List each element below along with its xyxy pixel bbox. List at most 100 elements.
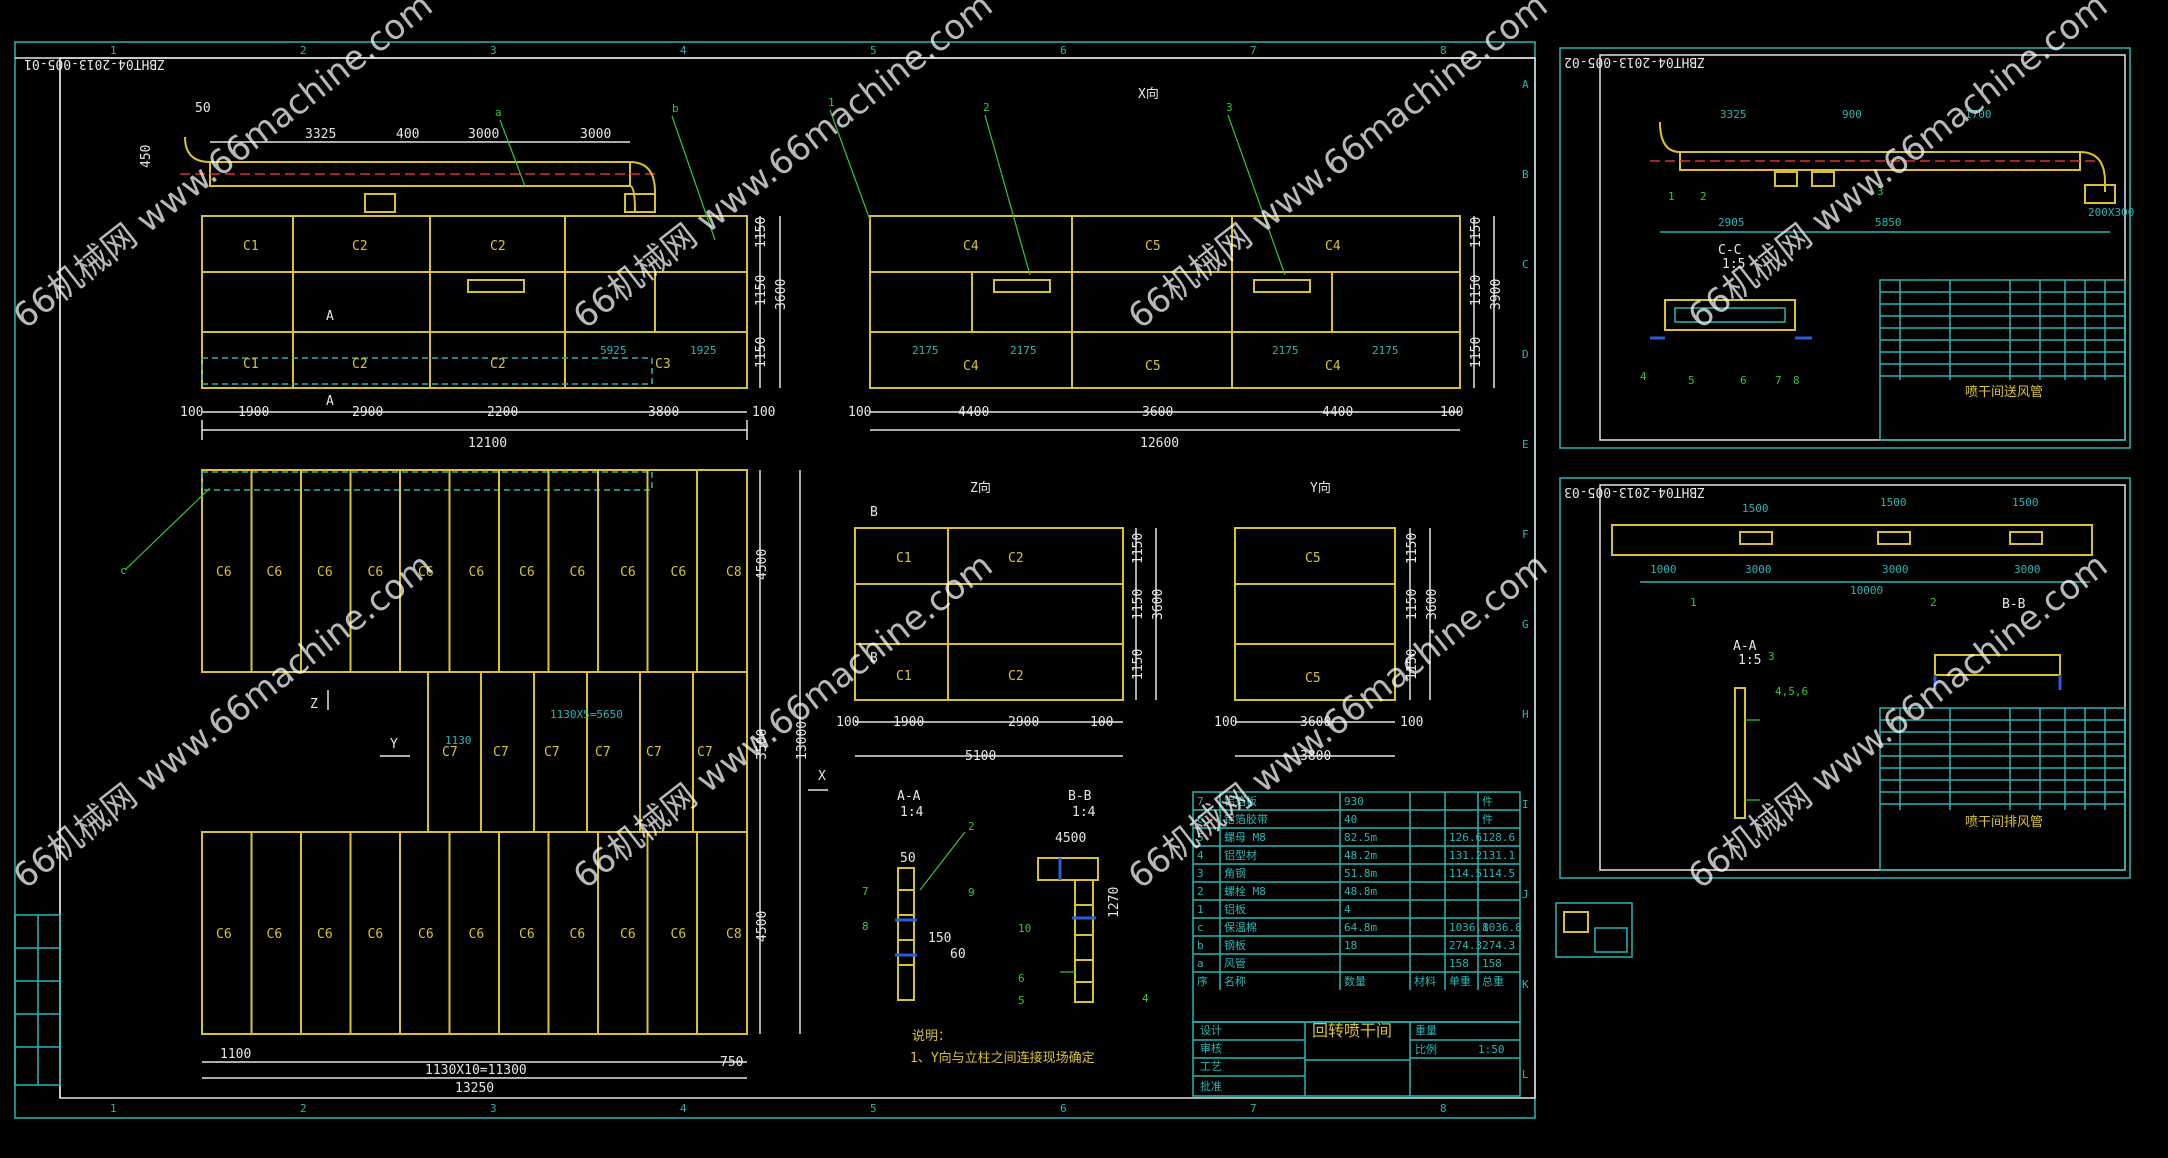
grid-row-label: J: [1522, 888, 1529, 901]
bom-cell: 48.8m: [1344, 885, 1377, 898]
section-mark-b: B: [870, 505, 878, 520]
bom-cell: 40: [1344, 813, 1357, 826]
scale-value: 1:50: [1478, 1043, 1505, 1056]
dim-label: 1150: [1469, 337, 1484, 368]
leader-number: 4: [1640, 370, 1647, 383]
dim-label: 1150: [1131, 649, 1146, 680]
dim-total-left: 12100: [468, 436, 507, 451]
dim-label: 1500: [1742, 502, 1769, 515]
sheet2-section: C-C: [1718, 243, 1741, 258]
cell-label: C2: [1008, 669, 1024, 684]
dim-label: 3800: [1300, 749, 1331, 764]
sheet3-section-bb: B-B: [2002, 597, 2026, 612]
dim-label: 5925: [600, 344, 627, 357]
dim-label: 3000: [580, 127, 611, 142]
leader-number: 2: [1930, 596, 1937, 609]
bom-cell: 18: [1344, 939, 1357, 952]
dim-label: 1150: [1405, 589, 1420, 620]
leader-number: 5: [1688, 374, 1695, 387]
bom-header-cell: 序: [1197, 974, 1208, 988]
dim-label: 1000: [1650, 563, 1677, 576]
dim-label: 1150: [1405, 533, 1420, 564]
leader-2: 2: [983, 101, 990, 114]
title-field: 重量: [1415, 1023, 1437, 1037]
dim-label: 100: [836, 715, 859, 730]
bom-cell: 钢板: [1224, 938, 1246, 952]
thumbnail-sheet: [1555, 902, 1633, 958]
section-bb-title: B-B: [1068, 789, 1092, 804]
cell-label: C1: [243, 239, 259, 254]
dim-label: 750: [720, 1055, 743, 1070]
section-aa: A-A 1:4 150 60 50 2 7 8 9: [862, 789, 975, 1001]
leader-number: 2: [968, 820, 975, 833]
section-aa-scale: 1:4: [900, 805, 924, 820]
dim-label: 1130X5=5650: [550, 708, 623, 721]
dim-label: 50: [900, 851, 916, 866]
cell-label: C4: [963, 359, 979, 374]
bom-cell: 1036.8: [1482, 921, 1522, 934]
dim-label: 1150: [754, 217, 769, 248]
dim-label: 2175: [912, 344, 939, 357]
sheet2-drawing-number: ZBHT04-2013-005-02: [1564, 54, 1705, 69]
dim-label: 13000: [795, 721, 810, 760]
dim-label: 1500: [1880, 496, 1907, 509]
dim-label: 4500: [1055, 831, 1086, 846]
cell-label: C6: [216, 927, 232, 942]
grid-row-label: L: [1522, 1068, 1529, 1081]
watermark-text: 66机械网 www.66machine.com: [1121, 545, 1555, 897]
bom-cell: 螺母 M8: [1224, 831, 1266, 844]
leader-3: 3: [1226, 101, 1233, 114]
dim-label: 1100: [220, 1047, 251, 1062]
cell-label: C6: [469, 927, 485, 942]
cell-label: C6: [216, 565, 232, 580]
bom-cell: 131.1: [1482, 849, 1515, 862]
leader-number: 4,5,6: [1775, 685, 1808, 698]
leader-number: 8: [862, 920, 869, 933]
dim-label: 1925: [690, 344, 717, 357]
bom-cell: 131.2: [1449, 849, 1482, 862]
dim-label: 3000: [1745, 563, 1772, 576]
bom-cell: 螺栓 M8: [1224, 884, 1266, 898]
bom-cell: 铝箔胶带: [1224, 812, 1268, 826]
dim-label: 1270: [1107, 887, 1122, 918]
dim-label: 1150: [1469, 275, 1484, 306]
dim-label: 450: [139, 145, 154, 168]
leader-number: 9: [968, 886, 975, 899]
section-aa-title: A-A: [897, 789, 921, 804]
leader-c: c: [120, 564, 127, 577]
cell-label: C6: [519, 927, 535, 942]
note-1: 1、Y向与立柱之间连接现场确定: [910, 1050, 1095, 1066]
grid-column-label: 3: [490, 1102, 497, 1115]
title-field: 设计: [1200, 1024, 1222, 1037]
dim-label: 1900: [893, 715, 924, 730]
bom-cell: 4: [1344, 903, 1351, 916]
dim-label: 2175: [1272, 344, 1299, 357]
dim-label: 1500: [2012, 496, 2039, 509]
bom-cell: 114.5: [1449, 867, 1482, 880]
bom-cell: 48.2m: [1344, 849, 1377, 862]
dim-label: 2900: [1008, 715, 1039, 730]
grid-row-label: K: [1522, 978, 1529, 991]
x-arrow-label: X: [818, 769, 826, 784]
grid-row-label: G: [1522, 618, 1529, 631]
leader-number: 6: [1018, 972, 1025, 985]
dim-label: 1130X10=11300: [425, 1063, 527, 1078]
grid-column-label: 3: [490, 44, 497, 57]
bom-cell: b: [1197, 939, 1204, 952]
bom-cell: 铝型材: [1224, 848, 1257, 862]
dim-label: 1150: [754, 275, 769, 306]
cell-label: C6: [267, 927, 283, 942]
dim-label: 2175: [1010, 344, 1037, 357]
dim-label: 900: [1842, 108, 1862, 121]
dim-label: 3000: [1882, 563, 1909, 576]
dim-label: 100: [180, 405, 203, 420]
dim-label: 100: [848, 405, 871, 420]
dim-label: 4500: [755, 549, 770, 580]
cell-label: C7: [442, 745, 458, 760]
cell-label: C1: [243, 357, 259, 372]
grid-column-label: 7: [1250, 1102, 1257, 1115]
dim-label: 100: [1214, 715, 1237, 730]
cell-label: C1: [896, 669, 912, 684]
